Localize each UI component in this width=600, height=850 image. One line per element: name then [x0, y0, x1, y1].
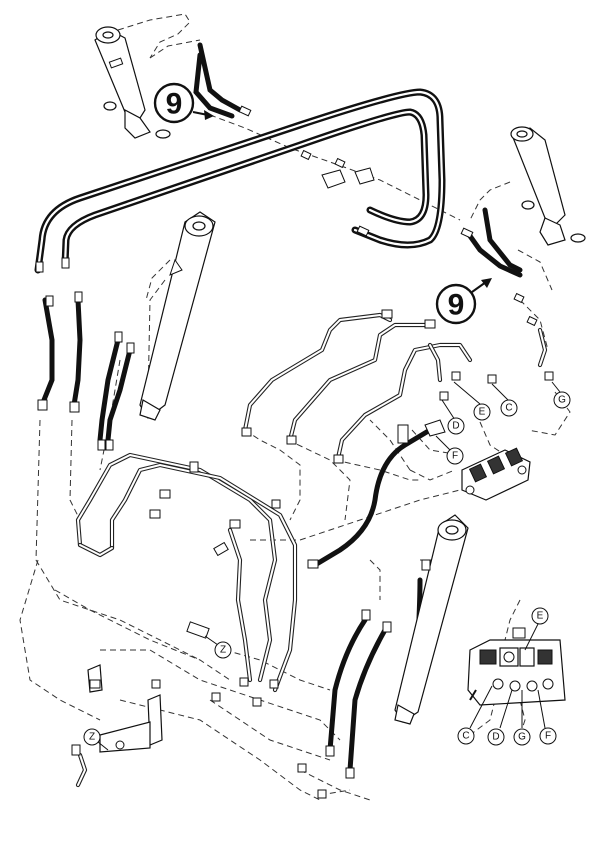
inset-valve	[467, 623, 566, 729]
port-label-d: D	[452, 421, 459, 432]
z-labels: Z Z	[83, 635, 232, 751]
bottom-right-cylinder	[394, 514, 469, 725]
z-label-2: Z	[89, 732, 95, 743]
callout-9-right: 9	[435, 278, 492, 325]
dashed-leaders	[19, 13, 571, 801]
inset-port-labels: E C D G F	[457, 607, 557, 746]
valve-feed-hose	[312, 427, 433, 568]
steel-tubes	[75, 312, 548, 788]
callout-9-top: 9	[153, 82, 214, 124]
top-left-cylinder	[94, 26, 171, 139]
port-label-e: E	[479, 407, 486, 418]
inset-label-c: C	[462, 731, 469, 742]
fittings	[35, 105, 554, 799]
inset-label-f: F	[545, 731, 551, 742]
port-label-f: F	[452, 451, 458, 462]
callout-number: 9	[166, 88, 183, 121]
inset-label-d: D	[492, 732, 499, 743]
top-right-cylinder	[510, 126, 586, 246]
port-label-c: C	[505, 403, 512, 414]
inset-label-g: G	[518, 732, 526, 743]
main-hose-loop	[34, 88, 446, 274]
bottom-left-bracket	[87, 664, 163, 753]
middle-left-cylinder	[139, 211, 216, 421]
left-hanging-hoses	[41, 297, 133, 443]
control-valve	[461, 447, 531, 501]
callout-number: 9	[448, 289, 465, 322]
port-labels: D E C G F	[435, 381, 571, 465]
inset-label-e: E	[537, 611, 544, 622]
z-label-1: Z	[220, 645, 226, 656]
port-label-g: G	[558, 395, 566, 406]
right-hoses	[467, 207, 523, 278]
top-left-hoses	[193, 42, 243, 119]
